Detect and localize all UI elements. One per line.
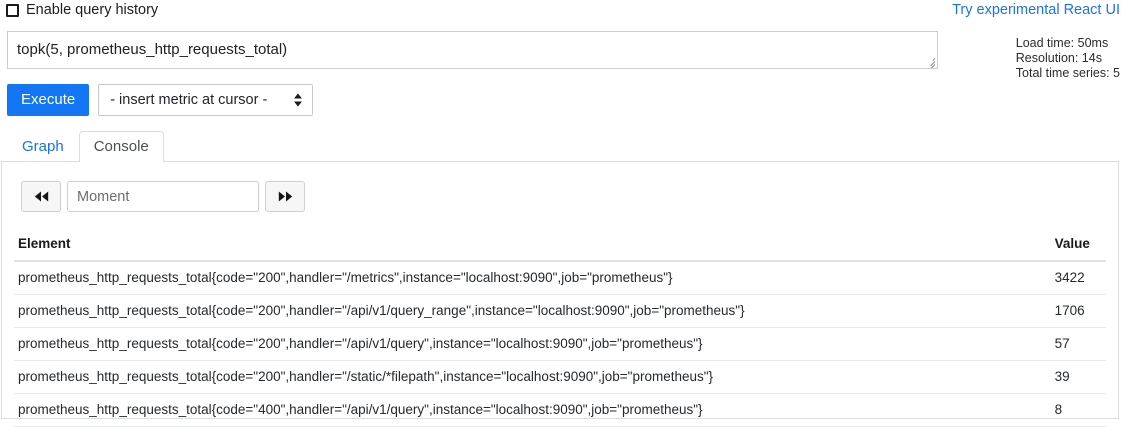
resolution-stat: Resolution: 14s — [1015, 51, 1102, 65]
top-bar: Enable query history Try experimental Re… — [0, 0, 1129, 26]
table-row[interactable]: prometheus_http_requests_total{code="200… — [14, 327, 1106, 361]
results-header-row: Element Value — [14, 231, 1106, 262]
insert-metric-select[interactable]: - insert metric at cursor - — [98, 84, 314, 116]
fast-forward-icon-button[interactable] — [265, 181, 305, 212]
row-element-label: prometheus_http_requests_total{code="200… — [14, 327, 1051, 361]
table-row[interactable]: prometheus_http_requests_total{code="200… — [14, 261, 1106, 295]
table-row[interactable]: prometheus_http_requests_total{code="200… — [14, 294, 1106, 328]
column-header-element: Element — [14, 231, 1051, 262]
row-value: 57 — [1050, 327, 1106, 361]
table-row[interactable]: prometheus_http_requests_total{code="400… — [14, 393, 1106, 427]
column-header-value: Value — [1050, 231, 1106, 262]
execute-button[interactable]: Execute — [7, 84, 90, 116]
console-panel: Element Value prometheus_http_requests_t… — [1, 161, 1119, 427]
moment-navigation-bar — [21, 181, 305, 212]
moment-input[interactable] — [67, 181, 259, 212]
row-value: 1706 — [1050, 294, 1106, 328]
fast-forward-icon — [278, 191, 292, 202]
panel-tabs: Graph Console — [7, 131, 164, 162]
row-value: 8 — [1050, 393, 1106, 427]
metric-select-wrapper[interactable]: - insert metric at cursor - — [98, 84, 314, 116]
row-element-label: prometheus_http_requests_total{code="400… — [14, 393, 1051, 427]
query-expression-input[interactable]: topk(5, prometheus_http_requests_total) — [7, 31, 938, 69]
results-table-body: prometheus_http_requests_total{code="200… — [14, 261, 1106, 427]
row-value: 3422 — [1050, 261, 1106, 295]
try-react-ui-link[interactable]: Try experimental React UI — [952, 2, 1120, 18]
row-element-label: prometheus_http_requests_total{code="200… — [14, 360, 1051, 394]
enable-query-history-toggle[interactable]: Enable query history — [6, 3, 158, 18]
query-controls: Execute - insert metric at cursor - — [7, 84, 314, 116]
query-stats: Load time: 50ms Resolution: 14s Total ti… — [1016, 36, 1120, 81]
resize-handle-icon[interactable] — [924, 55, 936, 68]
tab-console[interactable]: Console — [78, 131, 164, 162]
table-row[interactable]: prometheus_http_requests_total{code="200… — [14, 360, 1106, 394]
row-value: 39 — [1050, 360, 1106, 394]
query-results-table: Element Value prometheus_http_requests_t… — [14, 231, 1106, 427]
enable-query-history-label: Enable query history — [26, 2, 159, 18]
results-table-head: Element Value — [14, 231, 1106, 262]
row-element-label: prometheus_http_requests_total{code="200… — [14, 294, 1051, 328]
query-expression-value: topk(5, prometheus_http_requests_total) — [17, 41, 288, 58]
checkbox-icon[interactable] — [6, 3, 19, 17]
tab-graph[interactable]: Graph — [22, 138, 64, 155]
total-time-series-stat: Total time series: 5 — [1015, 66, 1120, 80]
rewind-icon — [34, 191, 48, 202]
load-time-stat: Load time: 50ms — [1015, 36, 1109, 50]
rewind-icon-button[interactable] — [21, 181, 61, 212]
row-element-label: prometheus_http_requests_total{code="200… — [14, 261, 1051, 295]
